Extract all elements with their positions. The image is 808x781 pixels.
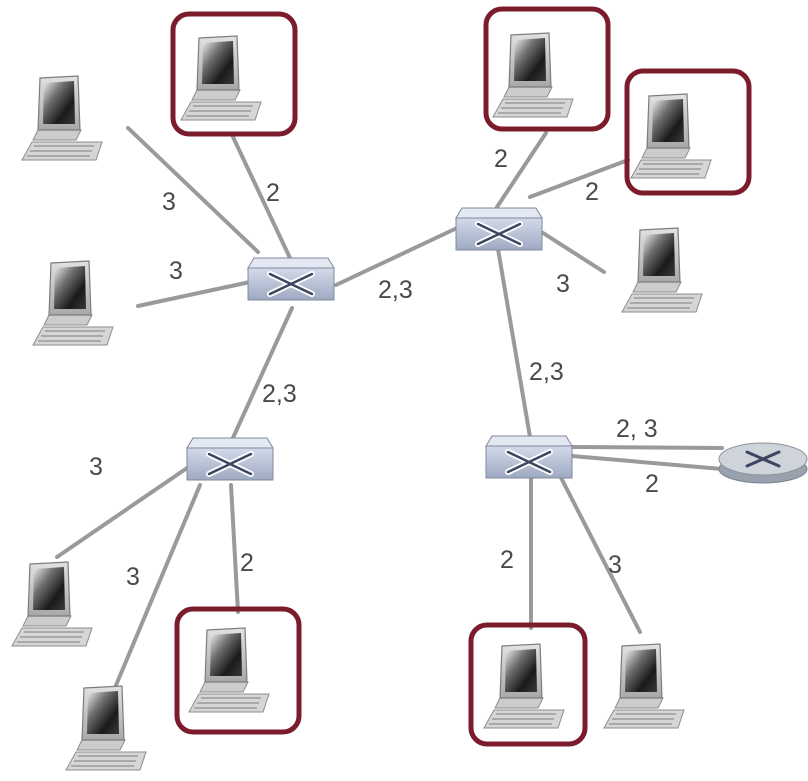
computer-icon bbox=[11, 561, 93, 647]
link-router-lower bbox=[570, 454, 724, 471]
link-switch-a-c bbox=[230, 306, 294, 442]
highlight-frame bbox=[468, 622, 588, 747]
highlight-frame bbox=[174, 606, 302, 735]
link-label: 2 bbox=[645, 470, 659, 498]
link-label: 2 bbox=[500, 546, 514, 574]
link-label: 2,3 bbox=[529, 358, 564, 386]
link-labels: 2 3 3 2,3 2,3 2 2 3 2,3 3 3 2 2, 3 2 2 3 bbox=[89, 145, 659, 591]
link-label: 3 bbox=[89, 453, 103, 481]
link-top-right-host-2 bbox=[528, 158, 630, 199]
computer-icon bbox=[630, 93, 712, 179]
link-label: 3 bbox=[162, 188, 176, 216]
link-top-right-host-1 bbox=[495, 131, 548, 209]
links bbox=[55, 126, 724, 692]
link-right-host bbox=[541, 231, 606, 274]
link-label: 3 bbox=[169, 257, 183, 285]
computer-icon bbox=[492, 32, 574, 118]
link-left-host-2 bbox=[136, 280, 252, 308]
computer-icon bbox=[603, 643, 685, 729]
computer-icon bbox=[65, 685, 147, 771]
link-router-upper bbox=[570, 445, 724, 450]
computer-icon bbox=[188, 627, 270, 713]
link-bottom-right-host-2 bbox=[551, 460, 642, 634]
link-switch-a-b bbox=[334, 226, 459, 287]
link-label: 3 bbox=[556, 270, 570, 298]
computer-icon bbox=[180, 35, 262, 121]
computer-icon bbox=[32, 260, 114, 346]
router-icon bbox=[717, 441, 808, 485]
highlight-frame bbox=[170, 11, 298, 137]
highlight-frame bbox=[483, 6, 611, 132]
link-label: 3 bbox=[608, 551, 622, 579]
highlight-frame bbox=[624, 68, 752, 196]
link-label: 2 bbox=[266, 179, 280, 207]
ethernet-switch-icon bbox=[456, 208, 542, 250]
ethernet-switch-icon bbox=[187, 438, 273, 480]
highlighted-hosts bbox=[170, 6, 752, 747]
computer-icon bbox=[621, 227, 703, 313]
link-label: 3 bbox=[126, 563, 140, 591]
link-label: 2 bbox=[240, 549, 254, 577]
link-left-host-1 bbox=[126, 126, 260, 254]
computer-icon bbox=[21, 75, 103, 161]
link-bottom-left-host-3 bbox=[229, 483, 240, 614]
link-label: 2,3 bbox=[262, 380, 297, 408]
link-label: 2 bbox=[494, 145, 508, 173]
link-label: 2,3 bbox=[378, 276, 413, 304]
computer-icon bbox=[483, 643, 565, 729]
link-switch-b-d bbox=[496, 247, 532, 439]
link-label: 2 bbox=[585, 178, 599, 206]
link-bottom-left-host-1 bbox=[55, 464, 192, 559]
ethernet-switch-icon bbox=[486, 436, 572, 478]
ethernet-switch-icon bbox=[248, 258, 334, 300]
link-label: 2, 3 bbox=[616, 415, 658, 443]
link-top-left-host bbox=[231, 135, 292, 260]
link-bottom-left-host-2 bbox=[112, 483, 202, 692]
